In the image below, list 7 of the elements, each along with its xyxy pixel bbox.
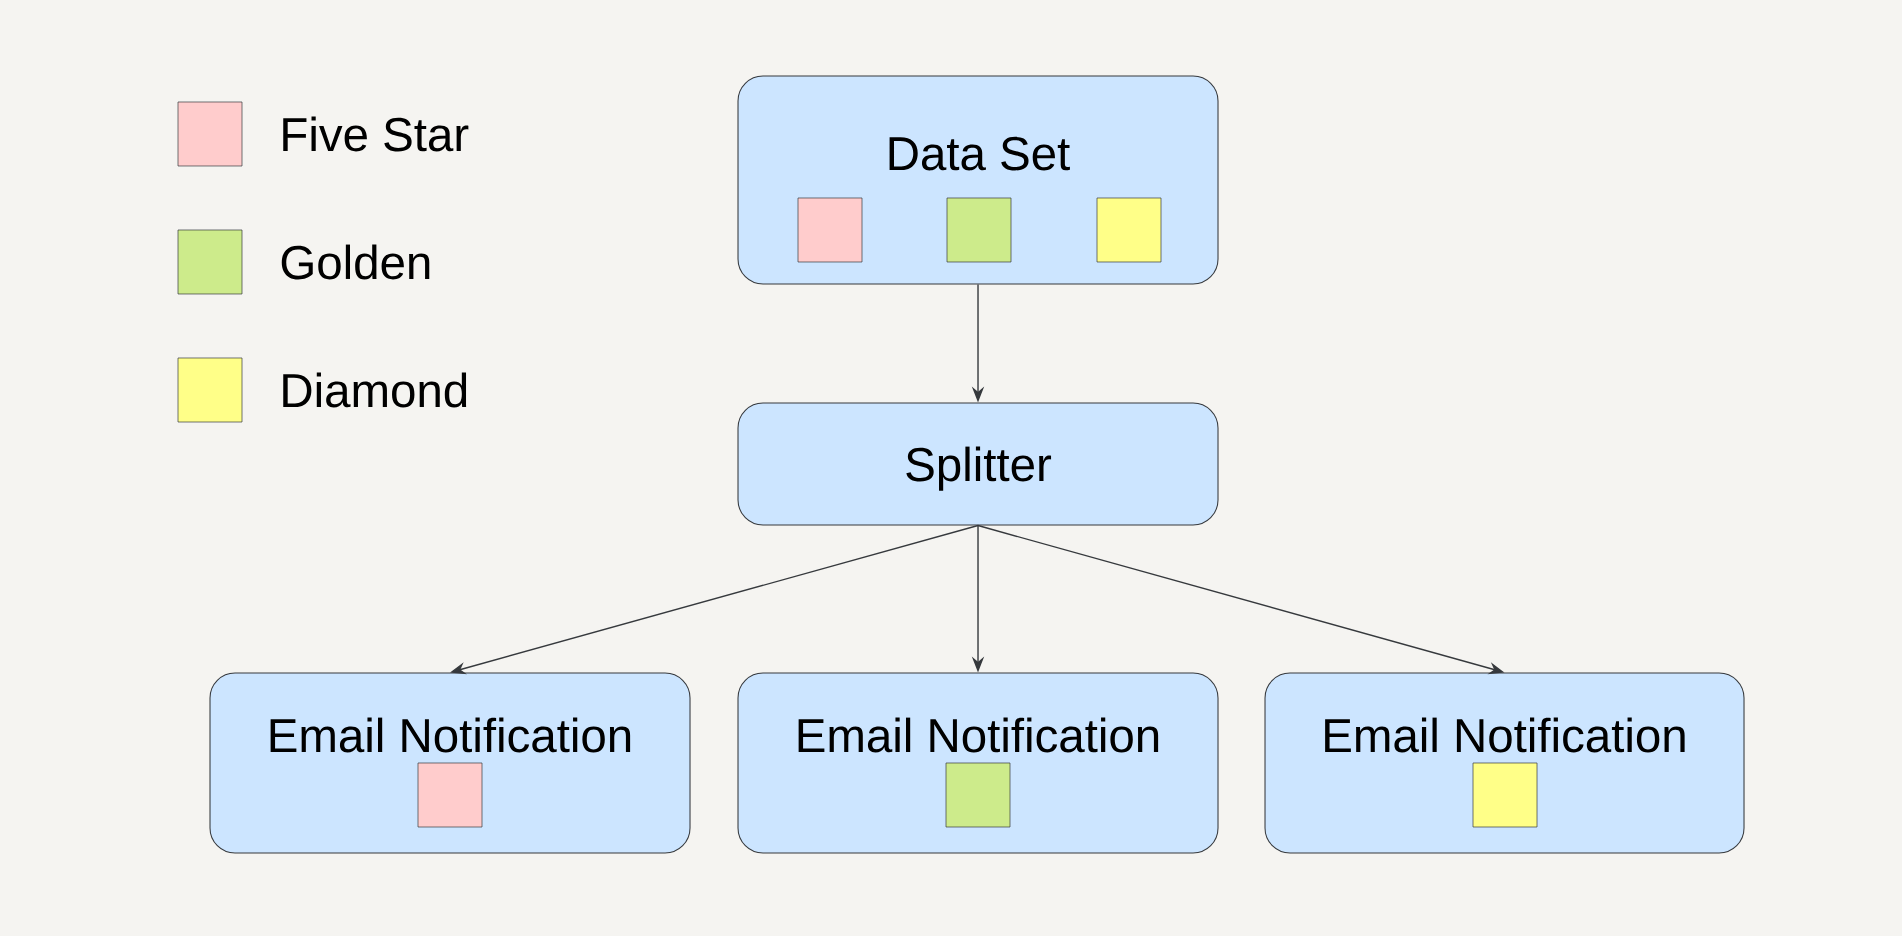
process-box: Email Notification xyxy=(209,672,691,854)
legend-label: Golden xyxy=(281,244,430,280)
process-box: Email Notification xyxy=(737,672,1219,854)
process-box: Splitter xyxy=(737,402,1219,526)
legend-label: Diamond xyxy=(283,372,467,408)
legend-label: Five Star xyxy=(283,116,469,152)
process-box: Email Notification xyxy=(1264,672,1745,854)
